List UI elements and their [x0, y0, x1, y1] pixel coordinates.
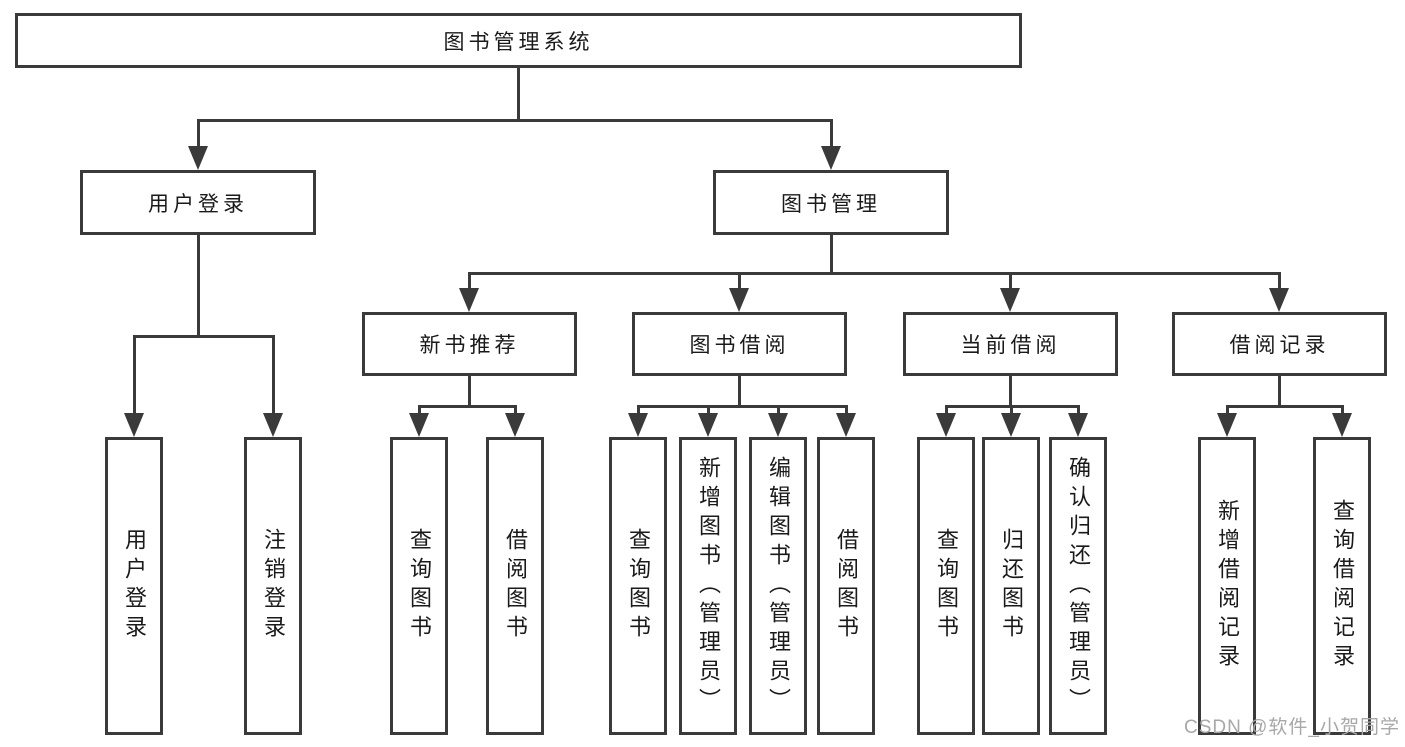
connector-borrow-stem	[738, 376, 741, 407]
leaf-edit-book-admin: 编辑图书（管理员）	[749, 437, 807, 735]
leaf-add-borrow-record: 新增借阅记录	[1198, 437, 1256, 735]
connector-drop-current-leaf3	[1077, 405, 1080, 415]
connector-drop-current-borrowing	[1009, 272, 1012, 290]
connector-records-stem	[1278, 376, 1281, 407]
connector-borrow-horizontal	[637, 405, 848, 408]
node-book-management: 图书管理	[713, 170, 949, 235]
connector-drop-current-leaf1	[945, 405, 948, 415]
arrowhead-down-icon	[836, 413, 856, 437]
arrowhead-down-icon	[1001, 413, 1021, 437]
arrowhead-down-icon	[124, 413, 144, 437]
node-user-login: 用户登录	[80, 170, 316, 235]
leaf-logout: 注销登录	[244, 437, 302, 735]
arrowhead-down-icon	[936, 413, 956, 437]
leaf-query-books-borrow: 查询图书	[609, 437, 667, 735]
leaf-return-book: 归还图书	[982, 437, 1040, 735]
connector-drop-borrowing-records	[1278, 272, 1281, 290]
arrowhead-down-icon	[505, 413, 525, 437]
connector-recommend-stem	[468, 376, 471, 407]
connector-records-horizontal	[1226, 405, 1344, 408]
connector-root-stem	[517, 68, 520, 120]
connector-current-stem	[1009, 376, 1012, 407]
connector-drop-user-login	[197, 119, 200, 149]
connector-drop-borrow-leaf4	[845, 405, 848, 415]
connector-drop-recommend-leaf2	[514, 405, 517, 415]
node-root: 图书管理系统	[15, 13, 1022, 68]
arrowhead-down-icon	[1332, 413, 1352, 437]
arrowhead-down-icon	[698, 413, 718, 437]
connector-drop-records-leaf1	[1226, 405, 1229, 415]
node-current-borrowing: 当前借阅	[903, 312, 1118, 376]
connector-drop-borrow-leaf2	[707, 405, 710, 415]
connector-drop-login-leaf1	[133, 335, 136, 415]
connector-mgmt-stem	[830, 235, 833, 274]
leaf-borrow-books-recommend: 借阅图书	[486, 437, 544, 735]
leaf-query-books-current: 查询图书	[917, 437, 975, 735]
connector-mgmt-horizontal	[468, 272, 1281, 275]
leaf-add-book-admin: 新增图书（管理员）	[679, 437, 737, 735]
arrowhead-down-icon	[409, 413, 429, 437]
connector-drop-borrow-leaf3	[777, 405, 780, 415]
connector-drop-book-management	[830, 119, 833, 149]
node-borrowing-records: 借阅记录	[1172, 312, 1387, 376]
connector-drop-login-leaf2	[272, 335, 275, 415]
csdn-watermark: CSDN @软件_小贺同学	[1184, 717, 1400, 738]
connector-drop-records-leaf2	[1341, 405, 1344, 415]
leaf-query-borrow-record: 查询借阅记录	[1313, 437, 1371, 735]
node-book-borrowing: 图书借阅	[632, 312, 847, 376]
leaf-query-books-recommend: 查询图书	[390, 437, 448, 735]
arrowhead-down-icon	[1269, 288, 1289, 312]
arrowhead-down-icon	[1068, 413, 1088, 437]
leaf-borrow-books-borrow: 借阅图书	[817, 437, 875, 735]
connector-drop-recommend-leaf1	[418, 405, 421, 415]
arrowhead-down-icon	[628, 413, 648, 437]
arrowhead-down-icon	[1217, 413, 1237, 437]
connector-drop-current-leaf2	[1010, 405, 1013, 415]
connector-drop-borrow-leaf1	[637, 405, 640, 415]
arrowhead-down-icon	[459, 288, 479, 312]
arrowhead-down-icon	[768, 413, 788, 437]
connector-drop-new-books	[468, 272, 471, 290]
connector-drop-book-borrowing	[738, 272, 741, 290]
arrowhead-down-icon	[729, 288, 749, 312]
connector-recommend-horizontal	[418, 405, 517, 408]
arrowhead-down-icon	[1000, 288, 1020, 312]
node-new-book-recommendation: 新书推荐	[362, 312, 577, 376]
connector-top-horizontal	[197, 119, 832, 122]
arrowhead-down-icon	[263, 413, 283, 437]
leaf-user-login: 用户登录	[105, 437, 163, 735]
connector-login-horizontal	[133, 335, 274, 338]
connector-login-stem	[197, 235, 200, 335]
arrowhead-down-icon	[188, 146, 208, 170]
arrowhead-down-icon	[821, 146, 841, 170]
leaf-confirm-return-admin: 确认归还（管理员）	[1049, 437, 1107, 735]
